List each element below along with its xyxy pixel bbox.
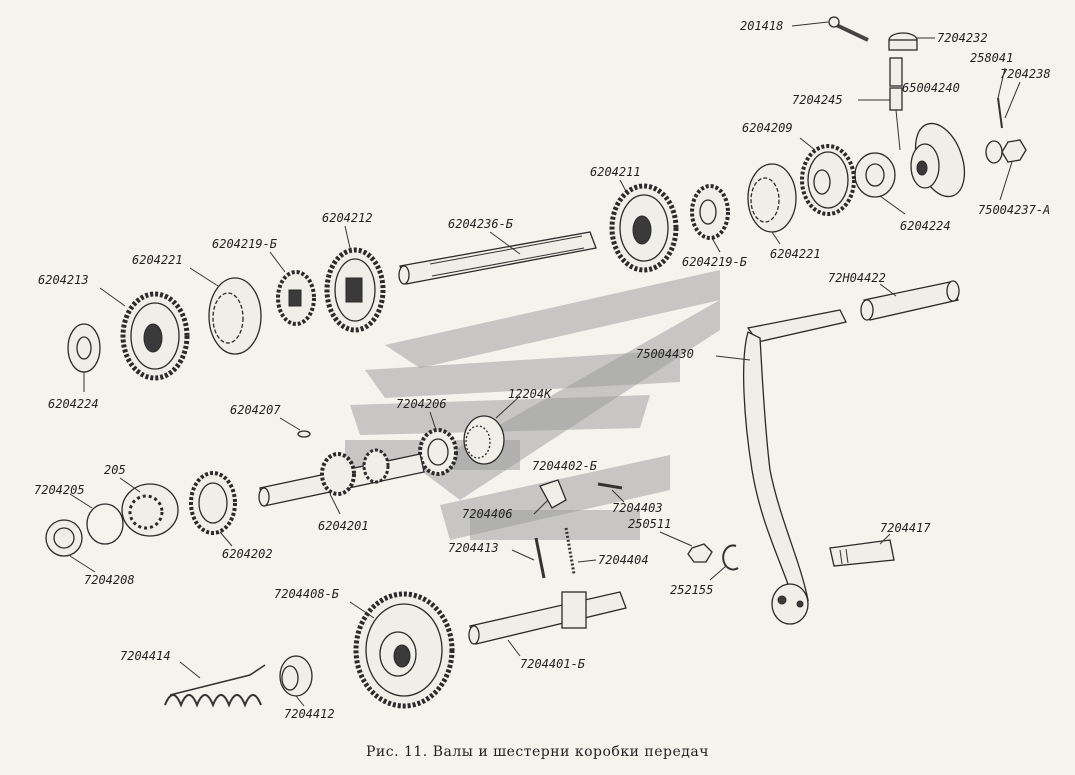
label-7204206: 7204206 (396, 397, 447, 411)
label-7204238: 7204238 (1000, 67, 1051, 81)
label-72h04422: 72Н04422 (828, 271, 886, 285)
label-6204202: 6204202 (222, 547, 273, 561)
sleeve-72h04422 (860, 280, 960, 321)
spring-7204414 (164, 664, 266, 708)
shaft-6204236b (398, 231, 597, 285)
label-6204209: 6204209 (742, 121, 793, 135)
pin-7204413 (534, 537, 546, 579)
nut-250511 (687, 543, 713, 563)
washer-6204224-left (67, 323, 101, 373)
label-6204221-left: 6204221 (132, 253, 183, 267)
label-258041: 258041 (970, 51, 1013, 65)
bushing-7204208 (45, 519, 83, 557)
label-7204403: 7204403 (612, 501, 663, 515)
label-7204245: 7204245 (792, 93, 843, 107)
key-6204207 (297, 430, 311, 438)
gear-6204219b-left (276, 270, 316, 326)
label-6204236b: 6204236-Б (448, 217, 514, 231)
label-75004430: 75004430 (636, 347, 694, 361)
label-7204232: 7204232 (937, 31, 988, 45)
shaft-7204245 (889, 57, 903, 151)
label-7204414: 7204414 (120, 649, 171, 663)
washer-nut-75004237 (985, 139, 1027, 164)
shaft-6204201 (258, 448, 425, 507)
label-7204401b: 7204401-Б (520, 657, 586, 671)
synchro-6204221-right (747, 163, 797, 233)
label-7204208: 7204208 (84, 573, 135, 587)
label-7204417: 7204417 (880, 521, 931, 535)
label-7204413: 7204413 (448, 541, 499, 555)
label-250511: 250511 (628, 517, 671, 531)
bolt-7204417 (829, 539, 895, 567)
label-6204201: 6204201 (318, 519, 369, 533)
label-7204402b: 7204402-Б (532, 459, 598, 473)
label-205: 205 (104, 463, 126, 477)
flange-65004240 (910, 122, 966, 198)
label-6204219b-right: 6204219-Б (682, 255, 748, 269)
label-6204219b-left: 6204219-Б (212, 237, 278, 251)
clip-252155 (722, 544, 739, 571)
gear-6204213 (120, 291, 190, 381)
shaft-7204401b (468, 591, 627, 645)
cap-7204232 (888, 32, 918, 51)
bearing-12204k (463, 415, 505, 465)
pin-7204403 (597, 482, 623, 490)
lever-75004430 (743, 309, 847, 625)
label-6204213: 6204213 (38, 273, 89, 287)
label-7204412: 7204412 (284, 707, 335, 721)
synchro-6204221-left (208, 277, 262, 355)
label-6204224-right: 6204224 (900, 219, 951, 233)
washer-6204224-right (854, 152, 896, 198)
label-201418: 201418 (740, 19, 783, 33)
gear-6204209 (800, 144, 856, 216)
label-6204211: 6204211 (590, 165, 641, 179)
figure-caption: Рис. 11. Валы и шестерни коробки передач (366, 744, 709, 760)
gear-7204206 (418, 428, 458, 476)
bushing-7204412 (279, 655, 313, 697)
bolt-201418 (828, 16, 869, 42)
label-6204224-left: 6204224 (48, 397, 99, 411)
gear-6204212 (324, 247, 386, 333)
gear-7204408b (353, 591, 455, 709)
label-252155: 252155 (670, 583, 713, 597)
label-12204k: 12204К (508, 387, 552, 401)
gear-6204211 (609, 183, 679, 273)
label-65004240: 65004240 (902, 81, 960, 95)
label-7204205: 7204205 (34, 483, 85, 497)
label-75004237-a: 75004237-А (978, 203, 1050, 217)
label-6204221-right: 6204221 (770, 247, 821, 261)
gear-6204202 (189, 471, 237, 535)
label-7204408b: 7204408-Б (274, 587, 340, 601)
label-6204207: 6204207 (230, 403, 281, 417)
bearing-205 (121, 483, 179, 537)
gear-6204219b-right (690, 184, 730, 240)
label-6204212: 6204212 (322, 211, 373, 225)
ring-7204205 (86, 503, 124, 545)
label-7204406: 7204406 (462, 507, 513, 521)
label-7204404: 7204404 (598, 553, 649, 567)
